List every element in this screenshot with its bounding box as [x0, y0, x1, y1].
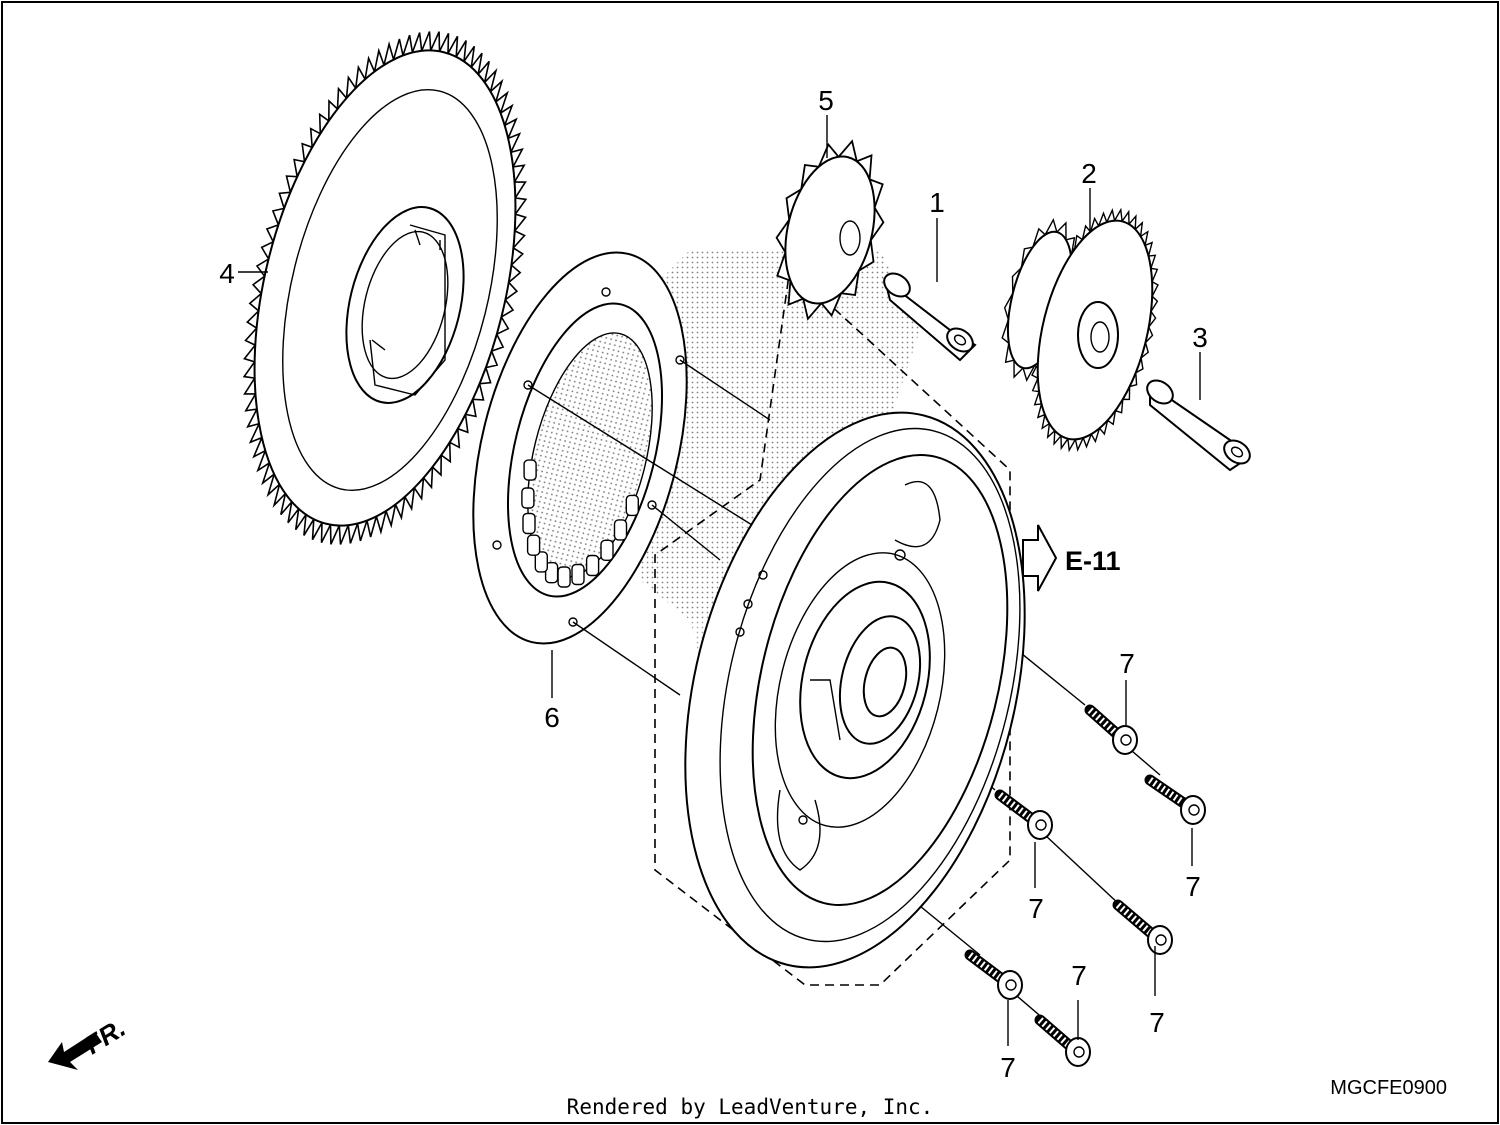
callout-part-7-b: 7: [1185, 871, 1201, 902]
clutch-roller: [600, 539, 614, 561]
callout-part-6: 6: [544, 702, 560, 733]
bolt[interactable]: [1034, 1014, 1091, 1067]
callout-part-7-e: 7: [1000, 1052, 1016, 1083]
clutch-roller: [521, 487, 535, 509]
clutch-roller: [544, 562, 559, 584]
starter-clutch-part-6[interactable]: [437, 230, 724, 666]
clutch-roller: [613, 519, 628, 541]
callout-part-2: 2: [1081, 158, 1097, 189]
callout-part-3: 3: [1192, 322, 1208, 353]
clutch-roller: [522, 512, 536, 535]
front-direction-indicator: FR.: [48, 1012, 131, 1070]
bolt[interactable]: [1144, 774, 1206, 825]
callout-part-4: 4: [219, 258, 235, 289]
bolt[interactable]: [994, 789, 1053, 840]
starter-driven-gear-part-4[interactable]: [210, 23, 560, 553]
callout-part-7-f: 7: [1071, 960, 1087, 991]
reference-link-e11[interactable]: E-11: [1022, 524, 1121, 592]
reference-label: E-11: [1065, 546, 1121, 576]
bolt[interactable]: [1112, 899, 1173, 955]
idle-gear-part-2[interactable]: [996, 207, 1173, 453]
clutch-roller: [523, 459, 537, 481]
diagram-code: MGCFE0900: [1330, 1077, 1447, 1099]
flywheel-rotor[interactable]: [631, 377, 1078, 1004]
callout-part-7-a: 7: [1119, 648, 1135, 679]
clutch-roller: [534, 551, 548, 573]
shaft-part-1[interactable]: [880, 269, 977, 362]
bolt[interactable]: [1084, 704, 1138, 755]
reduction-gear-part-5[interactable]: [771, 139, 889, 321]
clutch-roller: [625, 494, 639, 517]
front-direction-label: FR.: [79, 1012, 130, 1060]
render-credit: Rendered by LeadVenture, Inc.: [567, 1095, 934, 1119]
callout-part-7-d: 7: [1149, 1007, 1165, 1038]
shaft-part-3[interactable]: [1143, 376, 1254, 472]
bolts-part-7: [964, 704, 1206, 1067]
clutch-roller: [557, 566, 571, 588]
clutch-roller: [526, 534, 541, 556]
callout-1-label: 5: [818, 85, 834, 116]
leader-lines: [238, 115, 1201, 1046]
clutch-roller: [585, 554, 600, 577]
callout-part-7-c: 7: [1028, 893, 1044, 924]
callout-part-1: 1: [929, 187, 945, 218]
clutch-roller: [571, 563, 585, 586]
bolt[interactable]: [964, 949, 1023, 1000]
